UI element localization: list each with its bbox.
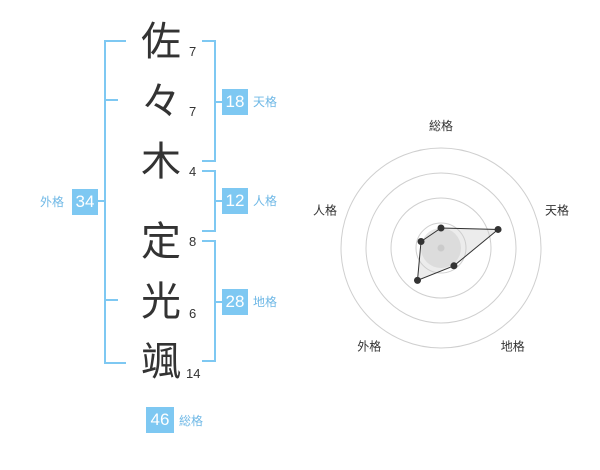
stroke-count-5: 6 <box>189 306 197 321</box>
tenkaku-label: 天格 <box>253 95 278 109</box>
radar-data-point <box>450 262 458 270</box>
radar-data-point <box>437 224 445 232</box>
radar-axis-label: 総格 <box>429 118 453 133</box>
radar-data-point <box>413 276 421 284</box>
soukaku-value: 46 <box>146 407 174 433</box>
stroke-count-6: 14 <box>186 366 201 381</box>
stroke-count-2: 7 <box>189 104 197 119</box>
gaikaku-value: 34 <box>72 189 98 215</box>
tenkaku-bracket-connector <box>214 101 222 103</box>
stroke-count-3: 4 <box>189 164 197 179</box>
radar-ring <box>365 172 517 324</box>
kanji-6: 颯 <box>141 339 181 385</box>
kanji-2: 々 <box>141 79 181 125</box>
radar-series-polygon <box>416 227 500 282</box>
radar-center-point <box>437 244 445 252</box>
radar-axis-label: 地格 <box>501 339 525 354</box>
kanji-1: 佐 <box>141 19 181 65</box>
tenkaku-value: 18 <box>222 89 248 115</box>
radar-ring <box>340 147 542 349</box>
gaikaku-bracket <box>104 40 126 364</box>
kanji-5: 光 <box>141 279 181 325</box>
jinkaku-value: 12 <box>222 188 248 214</box>
kanji-3: 木 <box>141 139 181 185</box>
chikaku-bracket-connector <box>214 301 222 303</box>
soukaku-label: 総格 <box>179 414 204 428</box>
radar-axis-label: 外格 <box>357 339 381 354</box>
gaikaku-bracket-tick <box>104 99 118 101</box>
radar-ring <box>390 197 492 299</box>
radar-axis-label: 人格 <box>313 202 337 217</box>
kanji-4: 定 <box>141 219 181 265</box>
stroke-count-4: 8 <box>189 234 197 249</box>
chikaku-value: 28 <box>222 289 248 315</box>
gaikaku-bracket-tick <box>104 299 118 301</box>
radar-data-point <box>494 225 502 233</box>
radar-data-point <box>417 238 425 246</box>
gaikaku-label: 外格 <box>40 195 65 209</box>
radar-axis-label: 天格 <box>545 202 569 217</box>
stroke-count-1: 7 <box>189 44 197 59</box>
chikaku-label: 地格 <box>253 295 278 309</box>
jinkaku-label: 人格 <box>253 194 278 208</box>
jinkaku-bracket-connector <box>214 200 222 202</box>
gaikaku-bracket-connector <box>98 200 105 202</box>
radar-ring <box>415 222 467 274</box>
